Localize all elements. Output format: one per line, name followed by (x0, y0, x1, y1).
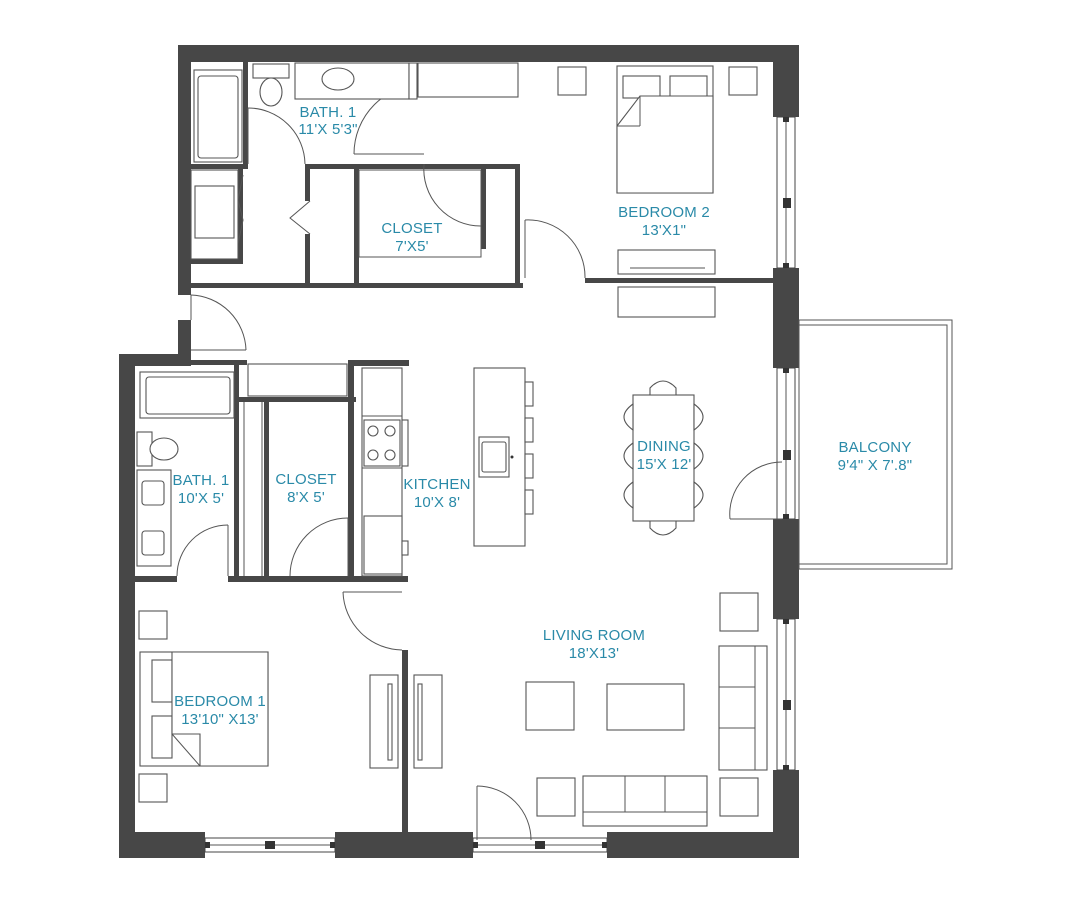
room-bath-left-name: BATH. 1 (173, 472, 230, 489)
room-bath-left: BATH. 1 10'X 5' (173, 472, 230, 507)
room-closet-mid: CLOSET 8'X 5' (275, 471, 336, 506)
room-balcony-size: 9'4" X 7'.8" (838, 457, 913, 474)
room-bedroom1-name: BEDROOM 1 (174, 693, 266, 710)
room-dining-size: 15'X 12' (637, 456, 692, 473)
room-balcony: BALCONY 9'4" X 7'.8" (838, 439, 913, 474)
room-closet-top-size: 7'X5' (395, 238, 428, 255)
room-closet-top: CLOSET 7'X5' (381, 220, 442, 255)
room-bath-top-size: 11'X 5'3" (298, 121, 357, 138)
balcony (798, 319, 953, 570)
room-bedroom1-size: 13'10" X13' (181, 711, 258, 728)
room-kitchen-name: KITCHEN (403, 476, 470, 493)
room-labels: BATH. 1 11'X 5'3" CLOSET 7'X5' BEDROOM 2… (173, 104, 913, 728)
doors (176, 83, 783, 841)
room-dining-name: DINING (637, 438, 691, 455)
room-bedroom2-size: 13'X1" (642, 222, 686, 239)
room-living-size: 18'X13' (569, 645, 620, 662)
room-bedroom2: BEDROOM 2 13'X1" (618, 204, 710, 239)
room-bedroom1: BEDROOM 1 13'10" X13' (174, 693, 266, 728)
room-closet-mid-name: CLOSET (275, 471, 336, 488)
window-living-bottom (472, 837, 608, 853)
windows (204, 116, 796, 853)
room-bath-left-size: 10'X 5' (178, 490, 224, 507)
room-kitchen-size: 10'X 8' (414, 494, 460, 511)
room-dining: DINING 15'X 12' (637, 438, 692, 473)
room-closet-mid-size: 8'X 5' (287, 489, 325, 506)
room-closet-top-name: CLOSET (381, 220, 442, 237)
room-bath-top-name: BATH. 1 (300, 104, 357, 121)
window-dining (776, 367, 796, 520)
interior-walls (135, 62, 773, 832)
window-bedroom2 (776, 116, 796, 269)
window-living (776, 618, 796, 771)
room-kitchen: KITCHEN 10'X 8' (403, 476, 470, 511)
room-bath-top: BATH. 1 11'X 5'3" (298, 104, 357, 138)
room-balcony-name: BALCONY (838, 439, 911, 456)
room-living-name: LIVING ROOM (543, 627, 645, 644)
fixtures (136, 62, 768, 827)
room-living: LIVING ROOM 18'X13' (543, 627, 645, 662)
room-bedroom2-name: BEDROOM 2 (618, 204, 710, 221)
window-bedroom1 (204, 837, 336, 853)
